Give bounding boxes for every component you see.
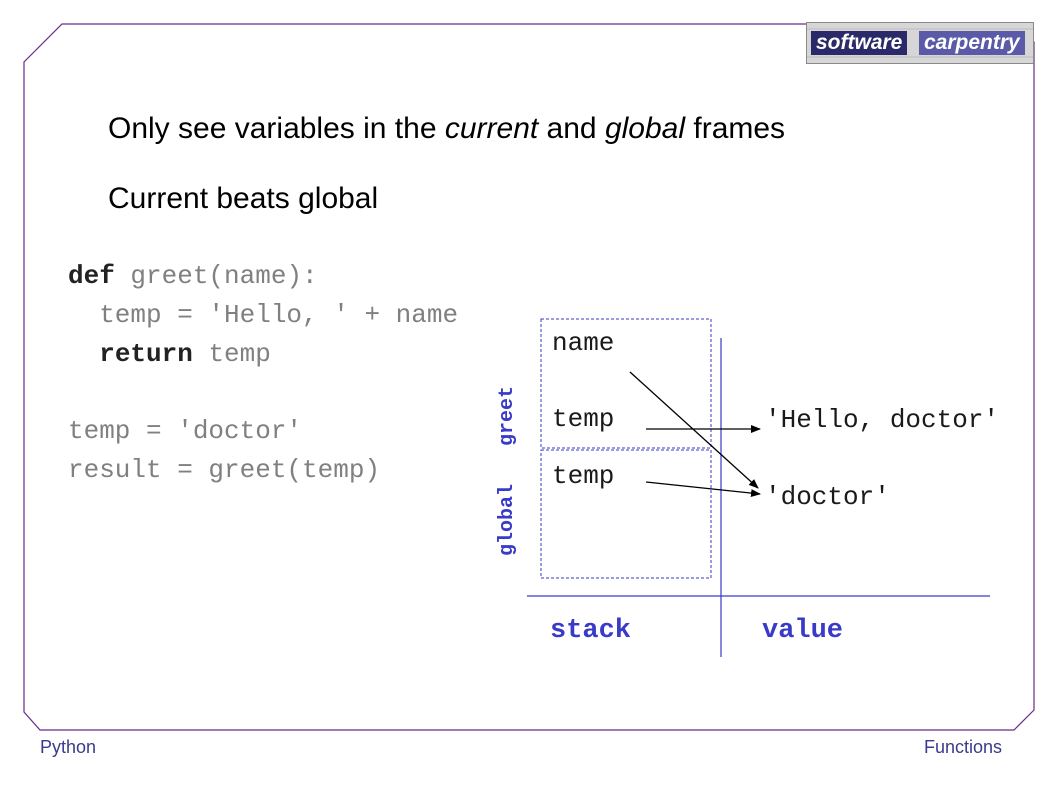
code-line-1: def greet(name): bbox=[68, 261, 318, 291]
footer-right-functions: Functions bbox=[923, 737, 1002, 757]
stack-var-greet-temp: temp bbox=[552, 404, 615, 434]
axis-label-value: value bbox=[762, 616, 844, 646]
bullet-1-text-a: Only see variables in the bbox=[108, 112, 445, 145]
stack-var-global-temp: temp bbox=[552, 461, 615, 491]
logo-word-carpentry: carpentry bbox=[919, 31, 1025, 55]
code-line-3-indent bbox=[68, 339, 99, 369]
bullet-current-beats-global: Current beats global bbox=[108, 182, 379, 215]
code-line-1-rest: greet(name): bbox=[114, 261, 318, 291]
bullet-1-emphasis-global: global bbox=[604, 112, 686, 145]
code-line-3-rest: temp bbox=[192, 339, 271, 369]
bullet-current-and-global: Only see variables in the current and gl… bbox=[108, 112, 785, 146]
value-hello-doctor: 'Hello, doctor' bbox=[765, 405, 1000, 435]
greet-frame-box bbox=[540, 318, 712, 449]
code-line-3: return temp bbox=[68, 339, 271, 369]
logo-background-pattern bbox=[807, 28, 1033, 58]
arrow-name-to-doctor bbox=[629, 371, 759, 489]
bullet-1-text-b: and bbox=[538, 112, 605, 145]
arrow-global-temp-to-doctor bbox=[645, 481, 761, 498]
stack-var-name: name bbox=[552, 328, 615, 358]
footer-left-python: Python bbox=[40, 737, 97, 757]
software-carpentry-logo: software carpentry bbox=[806, 22, 1034, 64]
value-doctor: 'doctor' bbox=[765, 482, 890, 512]
axis-label-stack: stack bbox=[550, 616, 632, 646]
logo-word-software: software bbox=[811, 31, 908, 55]
frame-label-greet: greet bbox=[496, 385, 519, 446]
global-frame-box bbox=[540, 449, 712, 579]
keyword-def: def bbox=[68, 261, 115, 291]
code-line-5: result = greet(temp) bbox=[68, 455, 381, 485]
bullet-1-emphasis-current: current bbox=[444, 112, 539, 145]
keyword-return: return bbox=[99, 339, 193, 369]
code-line-4: temp = 'doctor' bbox=[68, 416, 303, 446]
code-line-2: temp = 'Hello, ' + name bbox=[68, 300, 459, 330]
frame-label-global: global bbox=[496, 483, 519, 556]
bullet-1-text-c: frames bbox=[685, 112, 786, 145]
